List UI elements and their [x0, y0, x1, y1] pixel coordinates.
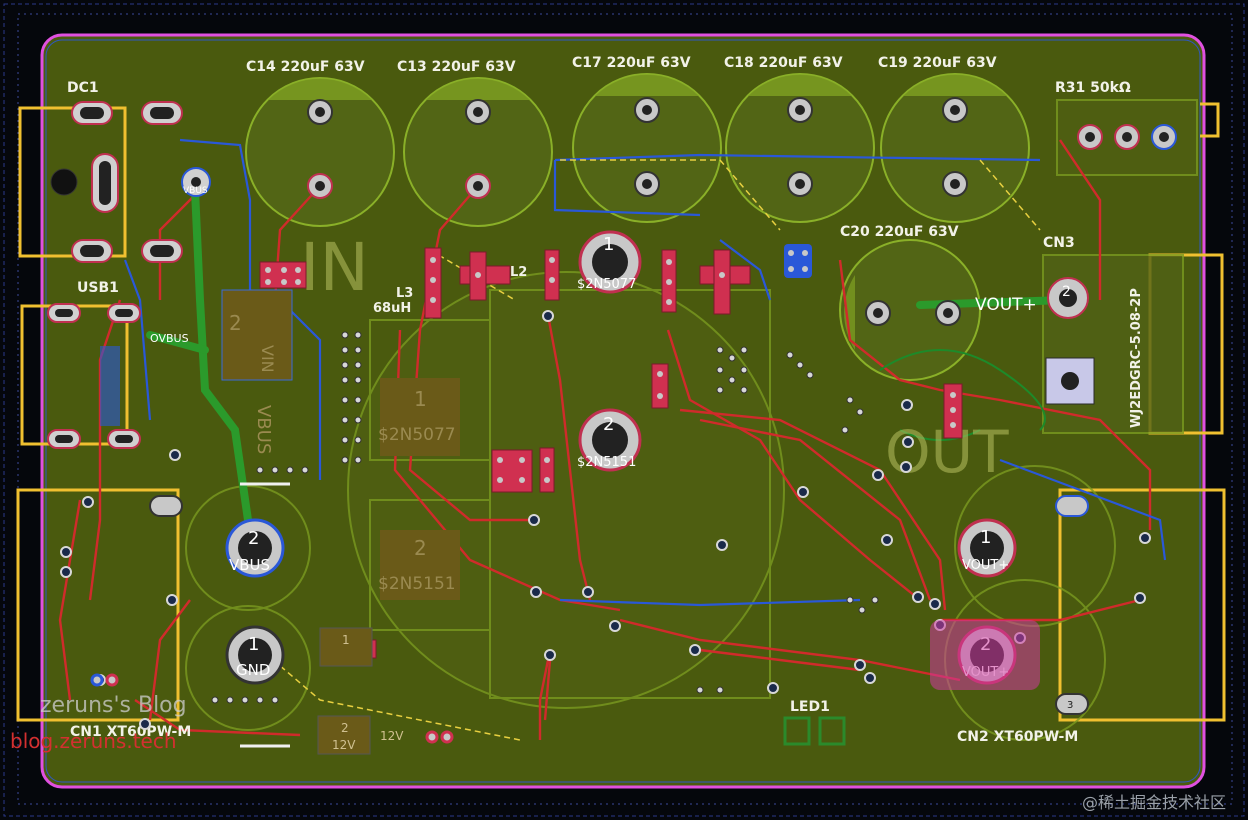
track-vias: [60, 310, 1151, 730]
vin-pad-label: VIN: [258, 345, 277, 373]
usb1-label: USB1: [77, 280, 119, 296]
l3-label: L3: [396, 286, 413, 301]
out-zone-outline: [879, 349, 1046, 441]
cn2-pad1-num: 1: [980, 527, 991, 548]
vout-highlight-zone: [930, 620, 1040, 690]
l3-value: 68uH: [373, 301, 411, 316]
dc1-pads[interactable]: [50, 101, 211, 263]
bottom-pads[interactable]: [90, 673, 454, 744]
c13-label: C13 220uF 63V: [397, 59, 516, 75]
cn1-pad2-num: 2: [248, 528, 259, 549]
oval-pads[interactable]: [149, 495, 1089, 715]
capacitor-pads[interactable]: [307, 97, 968, 326]
cn1-pad1-label: GND: [236, 661, 270, 679]
bottom-12v-pad-num: 2: [341, 721, 349, 735]
back-copper-tracks: [123, 138, 1167, 607]
cn1-pad1-num: 1: [248, 634, 259, 655]
ovbus-label: OVBUS: [150, 332, 189, 345]
vin-pad-block[interactable]: [221, 289, 293, 381]
cn1-label: CN1 XT60PW-M: [70, 724, 191, 740]
pad-q2-label: $2N5151: [577, 455, 636, 470]
blue-via-holes: [788, 250, 808, 272]
page-frame-inner: [17, 13, 1233, 805]
q-2n5077-pad[interactable]: [380, 378, 460, 456]
dc1-label: DC1: [67, 80, 99, 96]
r31-pot-pads[interactable]: [1045, 124, 1177, 405]
c14-label: C14 220uF 63V: [246, 59, 365, 75]
vout-plus-zone-label: VOUT+: [975, 295, 1037, 315]
silk-bars: [240, 482, 290, 748]
cn2-pad1-label: VOUT+: [962, 558, 1009, 573]
mid-12v-pad-num: 1: [342, 633, 350, 647]
side-12v-label: 12V: [380, 729, 404, 743]
dc1-vbus-pad-label: VBUS: [183, 186, 208, 196]
q-2n5151-pad[interactable]: [380, 530, 460, 600]
q-2n5077-pad-label: $2N5077: [378, 425, 456, 445]
cn3-part-label: WJ2EDGRC-5.08-2P: [1129, 288, 1144, 428]
c20-label: C20 220uF 63V: [840, 224, 959, 240]
r31-label: R31 50kΩ: [1055, 80, 1131, 96]
small-vias: [211, 331, 879, 704]
blue-vias[interactable]: [784, 244, 812, 278]
c19-label: C19 220uF 63V: [878, 55, 997, 71]
page-frame: [3, 3, 1245, 817]
cn2-label: CN2 XT60PW-M: [957, 729, 1078, 745]
pad-q1-label: $2N5077: [577, 277, 636, 292]
front-copper-tracks: [58, 139, 1152, 740]
pad-q2-num: 2: [603, 414, 614, 435]
bottom-12v-pad-label: 12V: [332, 738, 356, 752]
cn2-pad3-num: 3: [1067, 700, 1073, 711]
watermark-text: @稀土掘金技术社区: [1082, 793, 1226, 812]
led1-pad-k[interactable]: [818, 716, 846, 746]
cn3-pad2-num: 2: [1062, 284, 1071, 300]
q-2n5077-pad-num: 1: [414, 387, 427, 411]
usb1-pads[interactable]: [47, 303, 141, 449]
q-2n5151-pad-num: 2: [414, 536, 427, 560]
q-2n5151-pad-label: $2N5151: [378, 574, 456, 594]
blog-url: blog.zeruns.tech: [10, 729, 177, 753]
bottom-12v-pad[interactable]: [317, 715, 371, 755]
c17-label: C17 220uF 63V: [572, 55, 691, 71]
pad-q1-num: 1: [603, 234, 614, 255]
led1-pad-a[interactable]: [783, 716, 811, 746]
led1-label: LED1: [790, 699, 830, 715]
vin-pad-number: 2: [229, 311, 242, 335]
blog-title: zeruns's Blog: [40, 693, 187, 718]
l2-label: L2: [510, 265, 527, 280]
in-silk-label: IN: [300, 229, 369, 306]
electrolytic-capacitors: [245, 73, 1030, 381]
cn1-pad2-label: VBUS: [229, 556, 270, 574]
mid-12v-pad[interactable]: [319, 627, 373, 667]
cn3-label: CN3: [1043, 235, 1075, 251]
vbus-vertical-label: VBUS: [253, 405, 274, 454]
c18-label: C18 220uF 63V: [724, 55, 843, 71]
